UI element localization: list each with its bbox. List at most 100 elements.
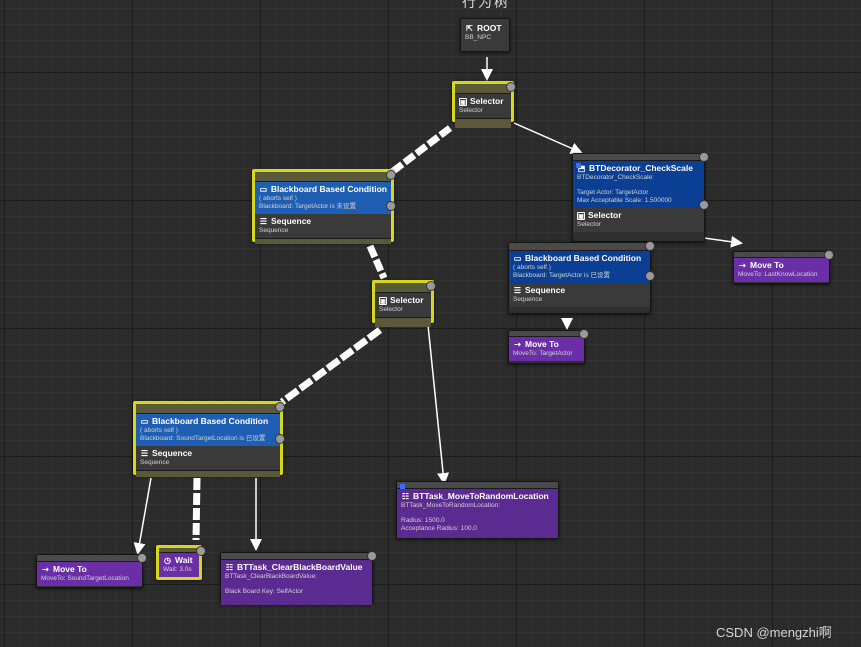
input-pin-bar[interactable] <box>734 252 829 258</box>
clear-bb-line1: Black Board Key: SelfActor <box>225 588 304 595</box>
breakpoint-pin[interactable] <box>386 201 396 211</box>
moveto-lastknow-node[interactable]: ⇢Move To MoveTo: LastKnowLocation <box>733 250 834 284</box>
move-random-line1: Radius: 1500.0 <box>401 517 445 524</box>
breakpoint-pin[interactable] <box>645 241 655 251</box>
moveto-sound-sub: MoveTo: SoundTargetLocation <box>41 575 129 582</box>
input-pin-bar[interactable] <box>509 331 584 337</box>
breakpoint-pin[interactable] <box>275 434 285 444</box>
wire-selector-left-active <box>389 125 453 175</box>
seq-lower-sub: Sequence <box>140 459 170 466</box>
selector-mid-title: Selector <box>390 295 424 305</box>
wait-node[interactable]: ◷ Wait Wait: 3.0s <box>156 545 206 580</box>
breakpoint-pin[interactable] <box>699 200 709 210</box>
breakpoint-pin[interactable] <box>824 250 834 260</box>
task-marker <box>400 484 405 489</box>
task-icon: ☷ <box>401 492 410 501</box>
moveto-lastknow-sub: MoveTo: LastKnowLocation <box>738 271 818 278</box>
move-to-icon: ⇢ <box>514 340 521 349</box>
blackboard-condition-icon: ▭ <box>140 417 149 426</box>
input-pin-bar[interactable] <box>455 84 511 94</box>
selector-icon: ▣ <box>459 97 467 106</box>
wire-selright-lastknow <box>703 235 743 248</box>
seq-left-sub: Sequence <box>259 227 289 234</box>
breakpoint-pin[interactable] <box>699 152 709 162</box>
sequence-icon: ☰ <box>259 217 268 226</box>
checkscale-selector-node[interactable]: ⬒BTDecorator_CheckScale BTDecorator_Chec… <box>572 152 709 242</box>
input-pin-bar[interactable] <box>221 553 372 560</box>
input-pin-bar[interactable] <box>509 243 650 251</box>
task-icon: ☷ <box>225 563 234 572</box>
watermark: CSDN @mengzhi啊 <box>716 625 832 640</box>
wire-seqlow-wait-active <box>192 477 201 541</box>
input-pin-bar[interactable] <box>397 482 558 489</box>
wait-icon: ◷ <box>164 556 171 565</box>
root-icon: ⇱ <box>466 24 473 33</box>
selector-main-node[interactable]: ▣Selector Selector <box>452 81 516 128</box>
breakpoint-pin[interactable] <box>506 82 516 92</box>
wire-seq-selector-mid-active <box>366 244 388 280</box>
output-pin-bar[interactable] <box>255 238 391 244</box>
bb-lower-sub1: ( aborts self ) <box>140 427 178 434</box>
breakpoint-pin[interactable] <box>275 402 285 412</box>
selector-mid-sub: Selector <box>379 306 403 313</box>
output-pin-bar[interactable] <box>455 118 511 128</box>
move-to-icon: ⇢ <box>42 565 49 574</box>
input-pin-bar[interactable] <box>375 283 431 293</box>
breakpoint-pin[interactable] <box>386 170 396 180</box>
breakpoint-pin[interactable] <box>579 329 589 339</box>
root-node[interactable]: ⇱ ROOT BB_NPC <box>460 18 510 52</box>
moveto-sound-title: Move To <box>53 564 87 574</box>
bb-condition-lower-node[interactable]: ▭Blackboard Based Condition ( aborts sel… <box>133 401 285 477</box>
breakpoint-pin[interactable] <box>426 281 436 291</box>
bb-right-title: Blackboard Based Condition <box>525 253 642 263</box>
move-random-title: BTTask_MoveToRandomLocation <box>413 491 549 501</box>
input-pin-bar[interactable] <box>573 154 704 161</box>
selector-right-sub: Selector <box>577 221 601 228</box>
seq-right-title: Sequence <box>525 285 566 295</box>
input-pin-bar[interactable] <box>159 548 199 553</box>
checkscale-line1: Target Actor: TargetActor <box>577 189 649 196</box>
seq-right-sub: Sequence <box>513 296 543 303</box>
breakpoint-pin[interactable] <box>645 271 655 281</box>
input-pin-bar[interactable] <box>255 172 391 182</box>
seq-lower-title: Sequence <box>152 448 193 458</box>
clear-bb-title: BTTask_ClearBlackBoardValue <box>237 562 363 572</box>
selector-icon: ▣ <box>577 211 585 220</box>
wait-sub: Wait: 3.0s <box>163 566 192 573</box>
output-pin-bar[interactable] <box>136 470 280 477</box>
bb-lower-title: Blackboard Based Condition <box>152 416 269 426</box>
bb-left-sub1: ( aborts self ) <box>259 195 297 202</box>
input-pin-bar[interactable] <box>136 404 280 414</box>
move-to-icon: ⇢ <box>739 261 746 270</box>
clear-blackboard-node[interactable]: ☷BTTask_ClearBlackBoardValue BTTask_Clea… <box>220 551 377 605</box>
wire-selmid-random <box>427 324 450 485</box>
output-pin-bar[interactable] <box>375 317 431 327</box>
decorator-marker <box>576 163 581 168</box>
breakpoint-pin[interactable] <box>367 551 377 561</box>
input-pin-bar[interactable] <box>37 555 142 562</box>
bb-left-title: Blackboard Based Condition <box>270 184 387 194</box>
tree-title: 行为树 <box>462 0 510 10</box>
root-sub: BB_NPC <box>465 34 492 41</box>
bb-right-sub2: Blackboard: TargetActor is 已设置 <box>513 272 611 279</box>
moveto-target-title: Move To <box>525 339 559 349</box>
seq-left-title: Sequence <box>271 216 312 226</box>
root-title: ROOT <box>477 23 502 33</box>
blackboard-condition-icon: ▭ <box>259 185 268 194</box>
moveto-sound-node[interactable]: ⇢ Move To MoveTo: SoundTargetLocation <box>36 553 147 588</box>
move-random-sub: BTTask_MoveToRandomLocation: <box>401 502 500 509</box>
decorator-icon: ⬒ <box>577 164 586 173</box>
breakpoint-pin[interactable] <box>137 553 147 563</box>
move-random-location-node[interactable]: ☷BTTask_MoveToRandomLocation BTTask_Move… <box>396 481 559 539</box>
bb-condition-left-node[interactable]: ▭Blackboard Based Condition ( aborts sel… <box>252 169 396 244</box>
sequence-icon: ☰ <box>513 286 522 295</box>
clear-bb-sub: BTTask_ClearBlackBoardValue: <box>225 573 318 580</box>
bb-condition-right-node[interactable]: ▭Blackboard Based Condition ( aborts sel… <box>508 241 655 314</box>
breakpoint-pin[interactable] <box>196 546 206 556</box>
selector-main-title: Selector <box>470 96 504 106</box>
moveto-target-node[interactable]: ⇢Move To MoveTo: TargetActor <box>508 329 589 364</box>
wire-selector-checkscale <box>513 122 583 154</box>
checkscale-line2: Max Acceptable Scale: 1.500000 <box>577 197 672 204</box>
wait-title: Wait <box>175 555 193 565</box>
selector-mid-node[interactable]: ▣Selector Selector <box>372 280 436 327</box>
